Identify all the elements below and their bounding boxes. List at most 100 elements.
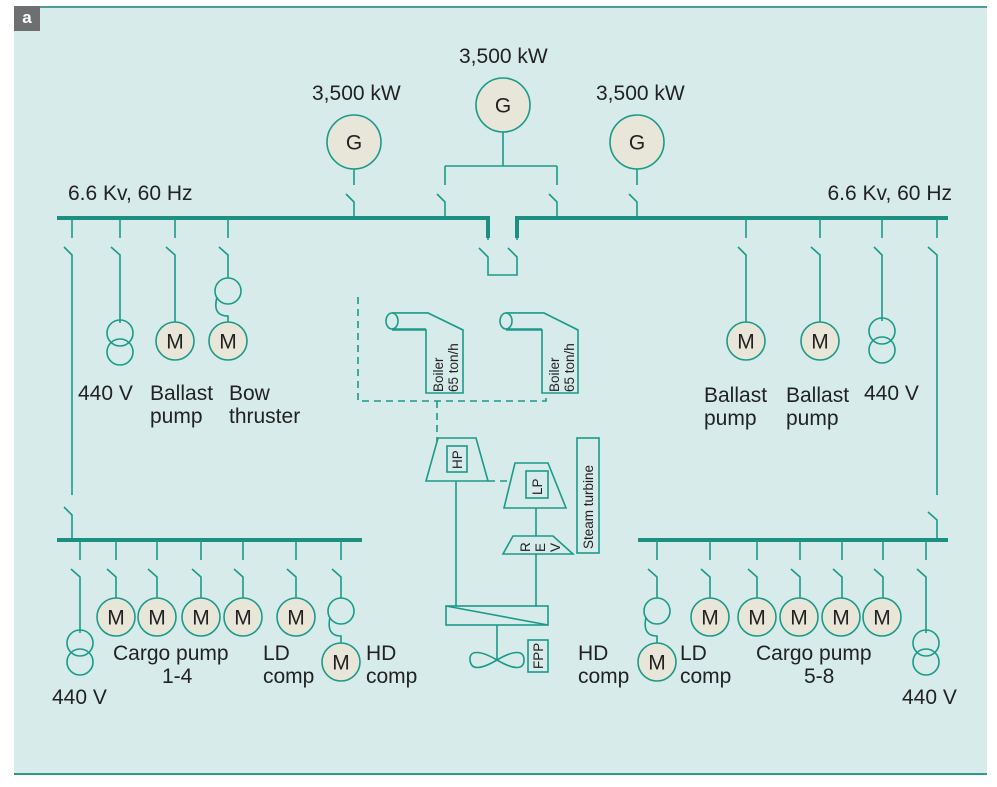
svg-text:65 ton/h: 65 ton/h <box>446 343 461 392</box>
generator-left-breaker <box>345 169 355 218</box>
svg-text:FPP: FPP <box>531 643 546 669</box>
generator-right-symbol: G <box>629 132 645 155</box>
motor-icon <box>223 597 263 637</box>
svg-text:M: M <box>737 331 755 354</box>
svg-text:1-4: 1-4 <box>162 665 193 688</box>
transformer-icon <box>66 629 94 657</box>
svg-text:Boiler: Boiler <box>431 357 446 392</box>
motor-icon <box>779 597 819 637</box>
lower-right-ld-comp: M LD comp <box>680 540 731 688</box>
reverse-turbine: R E V <box>501 535 576 555</box>
upper-left-ballast-pump: M Ballast pump <box>150 218 213 428</box>
generator-center-breakers <box>436 132 558 218</box>
rev-letter-e: E <box>533 543 548 552</box>
bus-tie-breaker <box>478 238 518 276</box>
hp-turbine: HP <box>424 437 490 482</box>
generator-right-rating: 3,500 kW <box>596 82 685 105</box>
svg-text:M: M <box>166 331 184 354</box>
lower-left-ld-comp: M LD comp <box>263 540 316 688</box>
generator-center: 3,500 kW G <box>436 45 558 218</box>
upper-right-ballast-pump-1: M Ballast pump <box>704 218 767 430</box>
svg-text:HD: HD <box>366 642 396 665</box>
label-440v: 440 V <box>78 382 133 405</box>
svg-text:HD: HD <box>578 642 608 665</box>
transformer-icon <box>106 338 134 366</box>
cargo-pumps-1-4: M M M M Cargo pump 1-4 <box>96 540 263 688</box>
transformer-icon <box>912 629 940 657</box>
generator-right: 3,500 kW G <box>596 82 685 218</box>
svg-text:M: M <box>287 607 305 630</box>
svg-text:LD: LD <box>680 642 707 665</box>
cargo-pumps-5-8: M M M M Cargo pump 5-8 <box>737 540 902 688</box>
svg-text:pump: pump <box>704 407 757 430</box>
svg-text:Ballast: Ballast <box>786 384 849 407</box>
svg-text:M: M <box>648 652 666 675</box>
svg-text:440 V: 440 V <box>902 686 957 709</box>
frequency-converter-icon <box>327 597 355 625</box>
lower-right-transformer-feeder: 440 V <box>902 540 957 709</box>
svg-text:comp: comp <box>680 665 731 688</box>
transformer-icon <box>868 336 896 364</box>
lower-right-hd-comp: M HD comp <box>578 540 677 688</box>
fpp-label-box: FPP <box>527 639 549 673</box>
motor-icon <box>821 597 861 637</box>
frequency-converter-icon <box>214 277 242 305</box>
lower-left-transformer-feeder: 440 V <box>52 540 107 709</box>
transformer-icon <box>912 648 940 676</box>
svg-text:M: M <box>748 607 766 630</box>
label-thruster: thruster <box>229 405 300 428</box>
main-bus-left-label: 6.6 Kv, 60 Hz <box>68 182 193 205</box>
motor-icon <box>737 597 777 637</box>
transformer-icon <box>66 648 94 676</box>
generator-left-symbol: G <box>346 132 362 155</box>
svg-text:65 ton/h: 65 ton/h <box>562 343 577 392</box>
transformer-icon <box>106 319 134 347</box>
svg-text:HP: HP <box>450 450 465 469</box>
svg-text:M: M <box>790 607 808 630</box>
feeder-to-lower-right-bus <box>927 218 938 495</box>
label-bow: Bow <box>229 382 271 405</box>
motor-icon <box>321 642 361 682</box>
motor-icon <box>862 597 902 637</box>
upper-left-bow-thruster: M Bow thruster <box>208 218 300 428</box>
svg-text:Cargo pump: Cargo pump <box>756 642 872 665</box>
motor-icon <box>276 597 316 637</box>
svg-text:comp: comp <box>263 665 314 688</box>
label-pump: pump <box>150 405 203 428</box>
motor-icon <box>181 597 221 637</box>
boiler-2: Boiler 65 ton/h <box>499 312 579 394</box>
main-bus-right-label: 6.6 Kv, 60 Hz <box>827 182 952 205</box>
motor-icon <box>155 321 195 361</box>
svg-text:M: M <box>192 607 210 630</box>
main-bus-left <box>57 216 490 238</box>
svg-text:M: M <box>332 652 350 675</box>
svg-text:M: M <box>148 607 166 630</box>
generator-center-rating: 3,500 kW <box>459 45 548 68</box>
generator-right-breaker <box>628 169 638 218</box>
label-ballast: Ballast <box>150 382 213 405</box>
propeller-icon <box>469 651 525 669</box>
svg-text:pump: pump <box>786 407 839 430</box>
svg-text:M: M <box>873 607 891 630</box>
svg-text:Cargo pump: Cargo pump <box>113 642 229 665</box>
svg-text:LP: LP <box>530 478 545 495</box>
svg-text:M: M <box>811 331 829 354</box>
rev-letter-r: R <box>518 542 533 552</box>
svg-text:M: M <box>107 607 125 630</box>
upper-right-transformer-feeder: 440 V <box>864 218 919 405</box>
svg-text:440 V: 440 V <box>864 382 919 405</box>
transformer-icon <box>868 317 896 345</box>
lower-left-incomer-breaker <box>63 506 73 540</box>
figure-label: a <box>14 6 40 31</box>
upper-left-transformer-feeder: 440 V <box>78 218 134 405</box>
feeder-to-lower-left-bus <box>63 218 73 495</box>
motor-icon <box>96 597 136 637</box>
motor-icon <box>800 321 840 361</box>
svg-text:M: M <box>832 607 850 630</box>
svg-text:Ballast: Ballast <box>704 384 767 407</box>
boiler-1: Boiler 65 ton/h <box>385 312 464 394</box>
motor-icon <box>137 597 177 637</box>
svg-text:440 V: 440 V <box>52 686 107 709</box>
svg-text:5-8: 5-8 <box>804 665 834 688</box>
generator-center-symbol: G <box>495 95 511 118</box>
